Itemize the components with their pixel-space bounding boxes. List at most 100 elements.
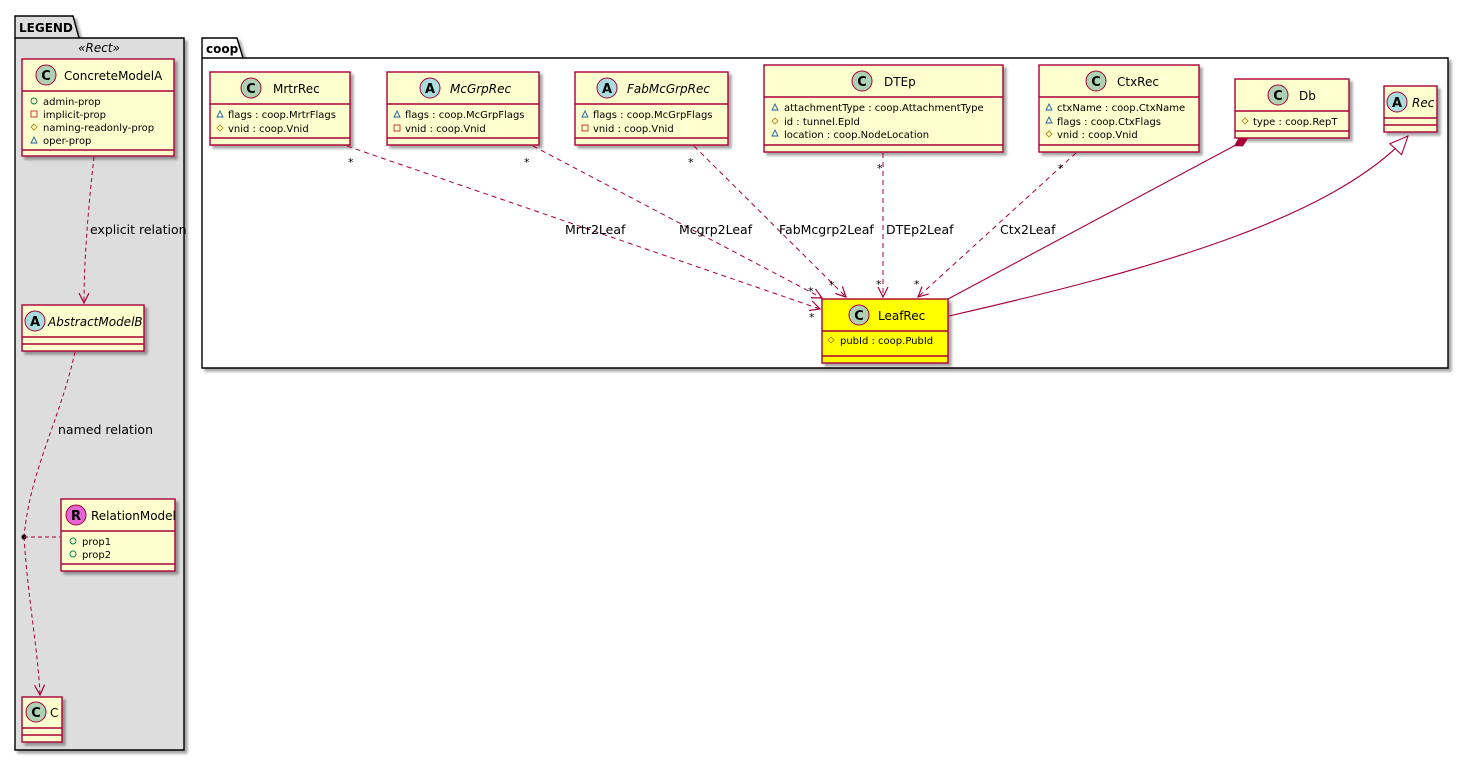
edge-db-composition[interactable] <box>947 138 1248 300</box>
attribute: oper-prop <box>43 136 91 147</box>
multiplicity: * <box>524 156 530 169</box>
attribute: vnid : coop.Vnid <box>405 124 486 135</box>
private-icon <box>30 110 38 118</box>
protected-icon <box>216 124 224 132</box>
attribute: attachmentType : coop.AttachmentType <box>784 103 984 114</box>
legend-stereotype: «Rect» <box>78 41 120 55</box>
multiplicity: * <box>809 311 815 324</box>
class-name: CtxRec <box>1117 75 1159 89</box>
attribute: prop1 <box>82 537 111 548</box>
legend-title: LEGEND <box>19 21 73 35</box>
class-fabmcgrprec[interactable]: A FabMcGrpRec flags : coop.McGrpFlags vn… <box>574 71 729 146</box>
private-icon <box>581 124 589 132</box>
class-rec[interactable]: A Rec <box>1383 85 1438 133</box>
package-icon <box>30 135 38 144</box>
class-concrete-model-a[interactable]: C ConcreteModelA admin-prop implicit-pro… <box>21 58 175 157</box>
attribute: admin-prop <box>43 97 101 108</box>
class-abstract-model-b[interactable]: A AbstractModelB <box>21 304 145 352</box>
class-leafrec[interactable]: C LeafRec pubId : coop.PubId <box>821 298 949 364</box>
svg-text:A: A <box>602 82 612 97</box>
class-ctxrec[interactable]: C CtxRec ctxName : coop.CtxName flags : … <box>1038 64 1200 153</box>
protected-icon <box>30 123 38 131</box>
svg-text:A: A <box>425 82 435 97</box>
attribute: flags : coop.McGrpFlags <box>593 110 713 121</box>
class-c-icon <box>848 304 870 326</box>
class-name: Rec <box>1412 96 1435 110</box>
multiplicity: * <box>914 278 920 291</box>
coop-relations: * * Mrtr2Leaf * * Mcgrp2Leaf * * FabMcgr… <box>346 136 1408 324</box>
multiplicity: * <box>877 162 883 175</box>
edge-rec-inheritance[interactable] <box>948 136 1408 317</box>
abstract-a-icon <box>596 77 618 99</box>
relation-r-icon <box>65 504 87 526</box>
class-db[interactable]: C Db type : coop.RepT <box>1234 78 1350 139</box>
class-name: C <box>50 706 58 720</box>
svg-text:R: R <box>71 509 81 524</box>
edge-label-mcgrp2leaf: Mcgrp2Leaf <box>679 222 753 237</box>
named-relation-label: named relation <box>58 422 153 437</box>
abstract-a-icon <box>419 77 441 99</box>
class-name: RelationModel <box>91 509 176 523</box>
attribute: pubId : coop.PubId <box>840 336 933 347</box>
named-relation-edge-end[interactable] <box>23 536 40 695</box>
edge-label-mrtr2leaf: Mrtr2Leaf <box>565 222 626 237</box>
multiplicity: * <box>1058 162 1064 175</box>
svg-text:C: C <box>246 82 256 97</box>
svg-text:A: A <box>30 315 40 330</box>
class-mcgrprec[interactable]: A McGrpRec flags : coop.McGrpFlags vnid … <box>386 71 540 146</box>
class-name: DTEp <box>884 75 916 89</box>
class-relation-model[interactable]: R RelationModel prop1 prop2 <box>60 498 176 572</box>
attribute: flags : coop.CtxFlags <box>1057 117 1161 128</box>
svg-text:C: C <box>857 75 867 90</box>
explicit-relation-edge[interactable] <box>84 156 95 303</box>
multiplicity: * <box>808 285 814 298</box>
protected-icon <box>1045 130 1053 138</box>
class-name: Db <box>1299 89 1316 103</box>
attribute: vnid : coop.Vnid <box>228 124 309 135</box>
abstract-a-icon <box>24 310 46 332</box>
class-c-icon <box>1085 70 1107 92</box>
package-icon <box>771 128 779 137</box>
class-name: FabMcGrpRec <box>627 82 710 96</box>
package-icon <box>581 109 589 118</box>
edge-label-dtep2leaf: DTEp2Leaf <box>886 222 954 237</box>
edge-label-fabmcgrp2leaf: FabMcgrp2Leaf <box>779 222 874 237</box>
multiplicity: * <box>688 156 694 169</box>
coop-title: coop <box>206 42 239 56</box>
package-icon <box>1045 102 1053 111</box>
svg-text:A: A <box>1392 96 1402 111</box>
svg-text:C: C <box>1091 75 1101 90</box>
class-c-icon <box>35 64 57 86</box>
explicit-relation-label: explicit relation <box>90 222 187 237</box>
attribute: prop2 <box>82 550 111 561</box>
package-icon <box>216 109 224 118</box>
class-mrtrrec[interactable]: C MrtrRec flags : coop.MrtrFlags vnid : … <box>209 71 351 146</box>
class-name: McGrpRec <box>450 82 512 96</box>
class-c[interactable]: C C <box>21 696 63 743</box>
class-name: MrtrRec <box>273 82 320 96</box>
edge-mrtr2leaf[interactable] <box>346 145 820 309</box>
svg-text:C: C <box>854 309 864 324</box>
class-name: AbstractModelB <box>47 315 143 329</box>
class-name: ConcreteModelA <box>64 69 163 83</box>
named-relation-edge[interactable] <box>23 351 76 538</box>
multiplicity: * <box>348 156 354 169</box>
svg-text:C: C <box>1273 89 1283 104</box>
protected-icon <box>827 336 835 344</box>
public-icon <box>69 550 77 558</box>
class-c-icon <box>25 701 47 723</box>
class-dtep[interactable]: C DTEp attachmentType : coop.AttachmentT… <box>763 64 1004 153</box>
edge-label-ctx2leaf: Ctx2Leaf <box>1000 222 1056 237</box>
attribute: type : coop.RepT <box>1253 117 1338 128</box>
edge-mcgrp2leaf[interactable] <box>532 145 822 298</box>
attribute: flags : coop.McGrpFlags <box>405 110 525 121</box>
attribute: flags : coop.MrtrFlags <box>228 110 336 121</box>
class-c-icon <box>1267 84 1289 106</box>
protected-icon <box>771 117 779 125</box>
public-icon <box>69 537 77 545</box>
private-icon <box>393 124 401 132</box>
svg-text:C: C <box>31 706 41 721</box>
abstract-a-icon <box>1386 91 1408 113</box>
class-c-icon <box>851 70 873 92</box>
